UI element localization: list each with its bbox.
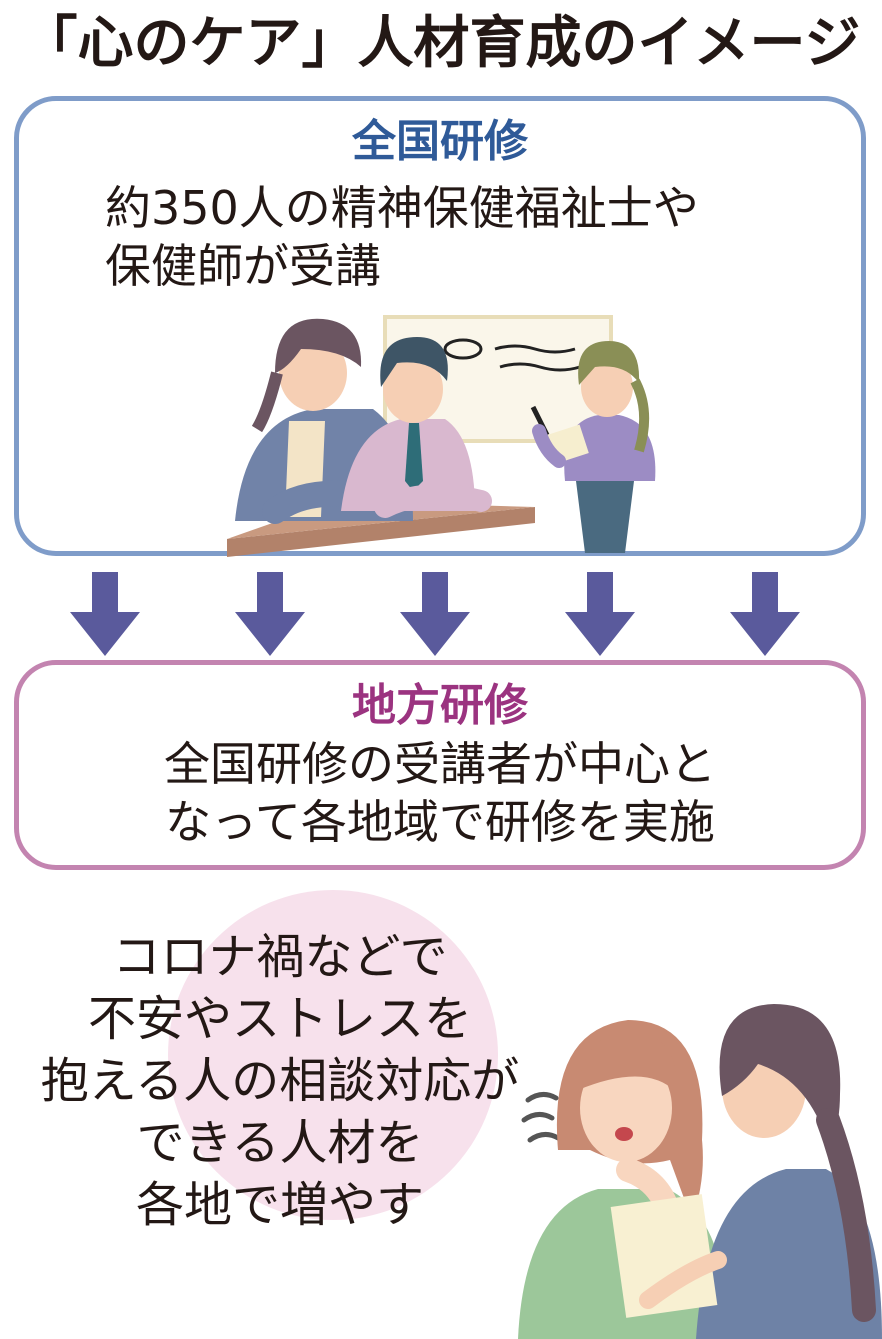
national-training-box: 全国研修 約350人の精神保健福祉士や 保健師が受講 <box>14 96 866 557</box>
regional-description-line: なって各地域で研修を実施 <box>165 795 715 849</box>
goal-line: 抱える人の相談対応が <box>40 1053 520 1109</box>
national-training-heading: 全国研修 <box>352 116 528 167</box>
down-arrow-icon <box>730 572 800 656</box>
goal-line: コロナ禍などで <box>112 929 448 985</box>
worry-lines-icon <box>521 1092 561 1143</box>
down-arrow-icon <box>565 572 635 656</box>
listener-woman-illustration <box>610 1004 882 1339</box>
regional-training-heading: 地方研修 <box>352 680 528 731</box>
national-description-line: 保健師が受講 <box>105 239 381 293</box>
goal-line: 各地で増やす <box>135 1177 424 1233</box>
regional-training-description: 全国研修の受講者が中心と なって各地域で研修を実施 <box>19 735 861 851</box>
regional-description-line: 全国研修の受講者が中心と <box>164 737 716 791</box>
consultation-illustration <box>518 1004 882 1339</box>
page-title: 「心のケア」人材育成のイメージ <box>21 11 861 76</box>
national-training-description: 約350人の精神保健福祉士や 保健師が受講 <box>105 179 699 295</box>
goal-line: 不安やストレスを <box>87 991 472 1047</box>
desk-illustration <box>227 507 535 557</box>
flow-arrows <box>70 572 800 656</box>
goal-line: できる人材を <box>136 1115 424 1171</box>
regional-training-box: 地方研修 全国研修の受講者が中心と なって各地域で研修を実施 <box>14 660 866 870</box>
training-session-illustration <box>227 315 656 557</box>
national-description-line: 約350人の精神保健福祉士や <box>105 181 699 235</box>
down-arrow-icon <box>70 572 140 656</box>
down-arrow-icon <box>235 572 305 656</box>
down-arrow-icon <box>400 572 470 656</box>
goal-bubble <box>168 890 498 1220</box>
presenter-illustration <box>530 341 656 553</box>
seated-man-illustration <box>341 337 492 518</box>
goal-text: コロナ禍などで 不安やストレスを 抱える人の相談対応が できる人材を 各地で増や… <box>0 926 560 1236</box>
